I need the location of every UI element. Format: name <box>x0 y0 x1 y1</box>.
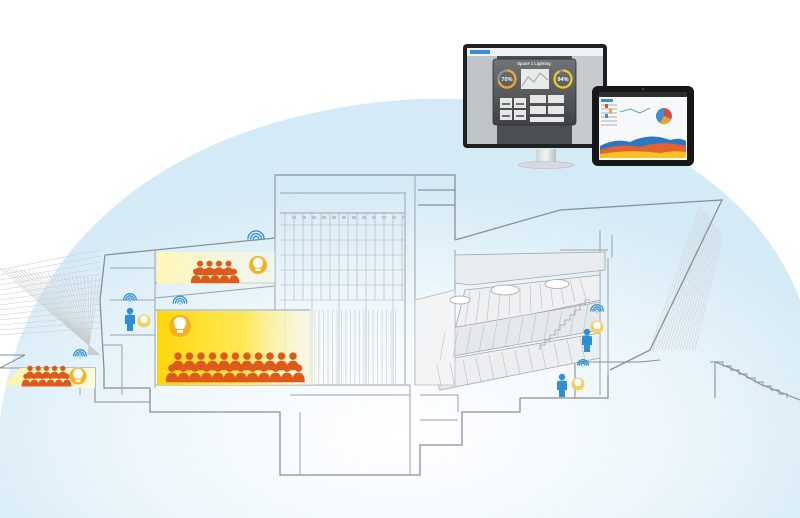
auditorium-seating <box>414 251 606 391</box>
light-bulb-icon <box>249 256 267 274</box>
exterior-stairs <box>715 361 788 398</box>
light-bulb-icon <box>169 315 191 337</box>
wireless-signal-icon <box>123 293 137 302</box>
wireless-signal-icon <box>172 295 188 305</box>
monitor-heading: Space 1 Lighting <box>517 61 551 66</box>
wireless-signal-icon <box>590 304 604 313</box>
light-bulb-icon <box>137 314 151 328</box>
stage-rigging <box>280 213 406 385</box>
wireless-signal-icon <box>576 359 590 367</box>
tablet-icon <box>592 86 694 166</box>
landscape-hatch-left <box>0 249 101 356</box>
sky-glow <box>0 98 800 518</box>
wireless-signal-icon <box>247 230 265 241</box>
wireless-signal-icon <box>73 230 604 367</box>
light-bulb-icon <box>69 367 87 385</box>
audience-icon <box>165 352 305 383</box>
audience-icon <box>21 365 72 387</box>
light-bulb-icon <box>571 377 585 391</box>
gauge-left-value: 70% <box>501 77 512 83</box>
wireless-signal-icon <box>73 349 87 358</box>
light-bulb-icon <box>590 320 604 334</box>
gauge-right-value: 94% <box>557 77 568 83</box>
landscape-hatch-right <box>649 204 723 351</box>
